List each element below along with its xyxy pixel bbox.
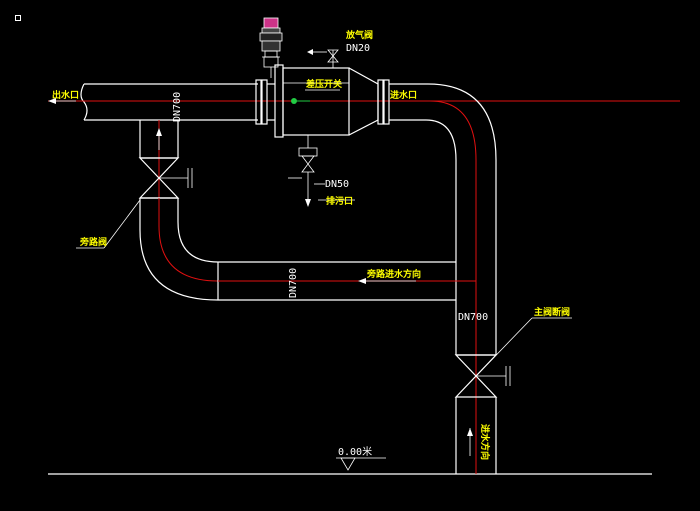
drain-valve — [288, 135, 325, 207]
bypass-pipe-size: DN700 — [288, 268, 299, 298]
flange-right-2 — [383, 79, 390, 125]
right-vertical-pipe — [455, 160, 497, 474]
inflow-direction-label: 进水方向 — [479, 424, 491, 460]
bypass-elbow — [139, 198, 219, 301]
right-elbow — [416, 83, 497, 161]
outlet-label: 出水口 — [52, 89, 79, 101]
pressure-switch-label: 差压开关 — [306, 78, 342, 90]
top-pipe-size: DN700 — [172, 92, 183, 122]
inlet-label: 进水口 — [390, 89, 417, 101]
bypass-horizontal-pipe — [217, 261, 476, 301]
main-valve-label: 主阀断阀 — [534, 306, 570, 318]
right-pipe-size: DN700 — [458, 312, 488, 323]
air-valve-size: DN20 — [346, 43, 370, 54]
top-main-pipe — [48, 83, 680, 121]
inflow-direction-arrow — [467, 428, 473, 456]
motor-drive — [259, 17, 283, 78]
window-corner-marker — [15, 15, 21, 21]
drain-label: 排污口 — [326, 195, 353, 207]
elevation-marker — [336, 457, 386, 471]
bypass-valve-leader — [103, 199, 141, 249]
air-valve-label: 放气阀 — [345, 29, 373, 41]
drain-size: DN50 — [325, 179, 349, 190]
outlet-arrow — [48, 98, 56, 104]
pressure-switch-sensor-icon — [291, 98, 297, 104]
flange-right-1 — [377, 79, 384, 125]
bypass-flow-label: 旁路进水方向 — [366, 268, 421, 280]
flange-left-1 — [255, 79, 262, 125]
main-valve-leader — [475, 317, 533, 377]
bypass-tee — [139, 120, 179, 210]
flange-left-2 — [261, 79, 268, 125]
bypass-flow-arrow — [358, 278, 366, 284]
bypass-valve-label: 旁路阀 — [79, 236, 107, 248]
main-shutoff-valve — [454, 354, 511, 398]
air-vent-valve — [307, 49, 339, 68]
bypass-valve — [138, 157, 193, 199]
elevation-label: 0.00米 — [338, 445, 372, 458]
